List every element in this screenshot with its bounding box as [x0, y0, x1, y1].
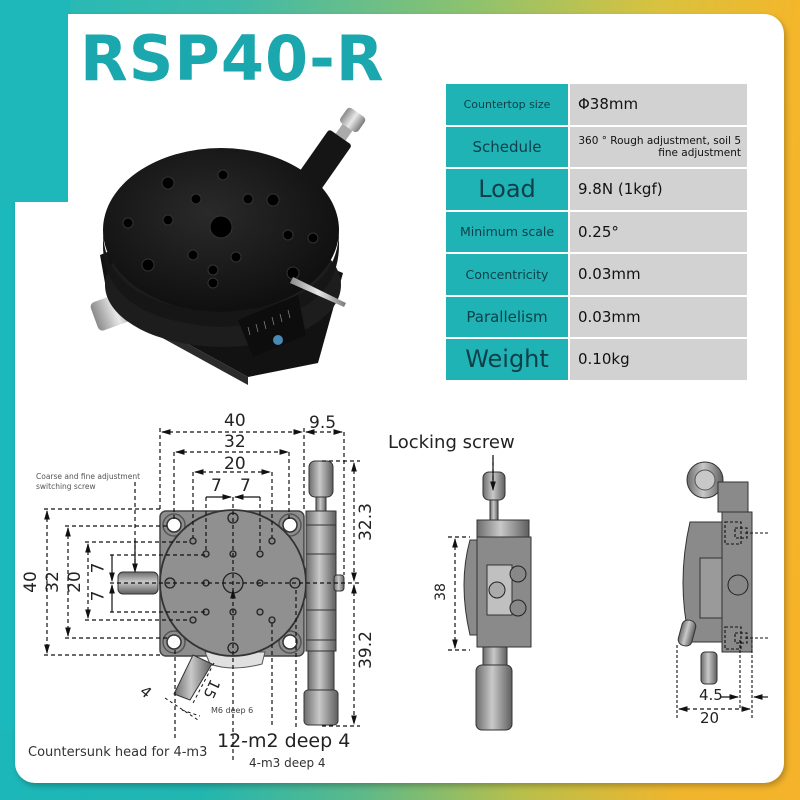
- teal-corner-block: [0, 0, 68, 202]
- note-center-hole: M6 deep 6: [211, 706, 254, 715]
- product-model-title: RSP40-R: [80, 22, 385, 95]
- spec-value: 9.8N (1kgf): [570, 169, 747, 210]
- dim-20-width: 20: [224, 454, 246, 474]
- spec-value: 0.10kg: [570, 339, 747, 380]
- spec-value: Φ38mm: [570, 84, 747, 125]
- spec-label: Parallelism: [446, 296, 568, 337]
- lever: [173, 654, 213, 701]
- note-4-holes: 4-m3 deep 4: [249, 756, 326, 770]
- dim-7-down: 7: [88, 590, 109, 602]
- front-view: [448, 455, 532, 731]
- note-switch-screw: Coarse and fine adjustment switching scr…: [36, 472, 141, 491]
- dim-38: 38: [432, 583, 449, 601]
- spec-value: 0.03mm: [570, 296, 747, 337]
- dim-4-5: 4.5: [699, 686, 723, 704]
- spec-value: 360 ° Rough adjustment, soil 5 fine adju…: [570, 126, 747, 167]
- spec-label: Load: [446, 169, 568, 210]
- note-12-holes: 12-m2 deep 4: [217, 730, 351, 752]
- spec-label: Concentricity: [446, 254, 568, 295]
- dim-9-5: 9.5: [309, 413, 337, 433]
- dim-7-left: 7: [211, 476, 222, 496]
- dim-32-3: 32.3: [355, 503, 376, 541]
- dim-7-up: 7: [88, 562, 109, 574]
- spec-value: 0.25°: [570, 211, 747, 252]
- spec-label: Countertop size: [446, 84, 568, 125]
- dim-39-2: 39.2: [355, 631, 376, 669]
- product-photo: [90, 107, 366, 385]
- spec-label: Weight: [446, 339, 568, 380]
- dim-32-width: 32: [224, 432, 246, 452]
- spec-value: 0.03mm: [570, 254, 747, 295]
- spec-label: Minimum scale: [446, 211, 568, 252]
- micrometer-top: [303, 460, 345, 726]
- dim-7-right: 7: [240, 476, 251, 496]
- dim-20-side: 20: [700, 709, 720, 727]
- note-locking-screw: Locking screw: [388, 432, 515, 453]
- top-view: [44, 428, 360, 760]
- dim-20-height: 20: [64, 571, 85, 593]
- dim-40-width: 40: [224, 411, 246, 431]
- side-view: [676, 461, 768, 718]
- dim-32-height: 32: [42, 571, 63, 593]
- spec-label: Schedule: [446, 126, 568, 167]
- note-countersunk: Countersunk head for 4-m3: [28, 745, 208, 760]
- dim-40-height: 40: [20, 571, 41, 593]
